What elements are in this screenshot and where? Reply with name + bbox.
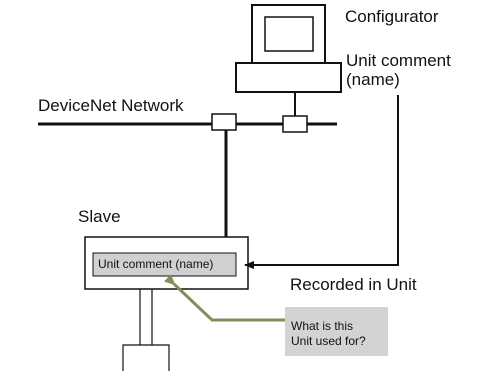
callout-box [285, 307, 388, 356]
slave-label: Slave [78, 207, 121, 226]
network-tap-configurator [282, 115, 308, 133]
callout-text-line1: What is this [291, 319, 354, 333]
network-label: DeviceNet Network [38, 96, 184, 115]
configurator-computer-icon [235, 4, 342, 116]
callout-text-line2: Unit used for? [291, 334, 366, 348]
slave-io-wiring [122, 289, 170, 371]
callout-pointer [164, 274, 285, 322]
configurator-label: Configurator [345, 7, 439, 26]
unit-comment-arrow [244, 95, 399, 269]
recorded-in-unit-label: Recorded in Unit [290, 275, 417, 294]
unit-comment-label-line1: Unit comment [346, 51, 451, 70]
network-tap-slave [211, 113, 237, 131]
unit-comment-field-text: Unit comment (name) [98, 257, 214, 271]
unit-comment-label-line2: (name) [346, 70, 400, 89]
